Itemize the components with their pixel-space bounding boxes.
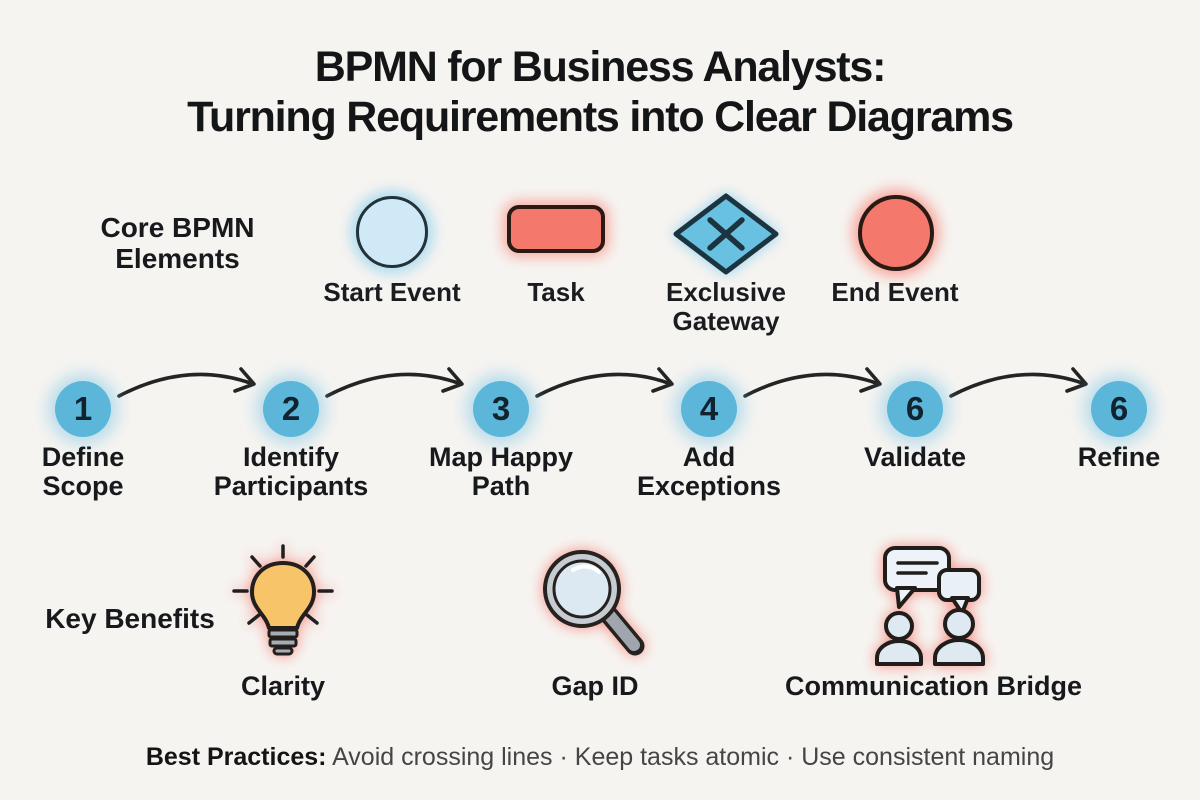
- page-title: BPMN for Business Analysts: Turning Requ…: [0, 42, 1200, 142]
- step-label-define-scope: Define Scope: [41, 442, 125, 501]
- task-rectangle-icon: [507, 205, 605, 253]
- benefit-label-gap-id: Gap ID: [551, 671, 639, 701]
- step-number: 2: [281, 390, 301, 427]
- step-label-add-exceptions: Add Exceptions: [636, 442, 782, 501]
- step-label-map-happy-path: Map Happy Path: [428, 442, 574, 501]
- step-circle-1: 1: [55, 381, 111, 437]
- exclusive-gateway-label: Exclusive Gateway: [666, 277, 786, 336]
- page-title-line2: Turning Requirements into Clear Diagrams: [187, 93, 1014, 141]
- lightbulb-icon: [232, 544, 334, 656]
- step-label-refine: Refine: [1077, 442, 1161, 472]
- step-number: 1: [73, 390, 93, 427]
- flow-arrow-icon: [117, 367, 256, 398]
- step-label-validate: Validate: [863, 442, 967, 472]
- flow-arrow-icon: [535, 367, 674, 398]
- flow-arrow-icon: [949, 367, 1088, 398]
- step-circle-3: 3: [473, 381, 529, 437]
- page-title-line1: BPMN for Business Analysts:: [314, 43, 887, 91]
- flow-arrow-icon: [325, 367, 464, 398]
- end-event-circle-icon: [858, 195, 934, 271]
- step-circle-4: 4: [681, 381, 737, 437]
- step-number: 4: [699, 390, 719, 427]
- end-event-label: End Event: [831, 277, 959, 307]
- step-circle-2: 2: [263, 381, 319, 437]
- key-benefits-section-label: Key Benefits: [45, 603, 215, 634]
- best-practices-prefix: Best Practices:: [145, 743, 327, 771]
- start-event-circle-icon: [356, 196, 428, 268]
- benefit-label-communication-bridge: Communication Bridge: [785, 671, 1083, 701]
- step-number: 6: [1109, 390, 1129, 427]
- step-circle-6: 6: [1091, 381, 1147, 437]
- step-label-identify-participants: Identify Participants: [213, 442, 369, 501]
- core-elements-section-label: Core BPMN Elements: [100, 212, 255, 274]
- exclusive-gateway-diamond-icon: [673, 193, 779, 275]
- magnifier-icon: [543, 550, 645, 656]
- best-practices-footer: Best Practices: Avoid crossing lines · K…: [0, 743, 1200, 772]
- best-practices-text: Avoid crossing lines · Keep tasks atomic…: [332, 743, 1055, 771]
- flow-arrow-icon: [743, 367, 882, 398]
- benefit-label-clarity: Clarity: [240, 671, 326, 701]
- step-number: 6: [905, 390, 925, 427]
- task-label: Task: [527, 277, 585, 307]
- people-chat-icon: [875, 546, 985, 666]
- step-number: 3: [491, 390, 511, 427]
- step-circle-5: 6: [887, 381, 943, 437]
- start-event-label: Start Event: [323, 277, 461, 307]
